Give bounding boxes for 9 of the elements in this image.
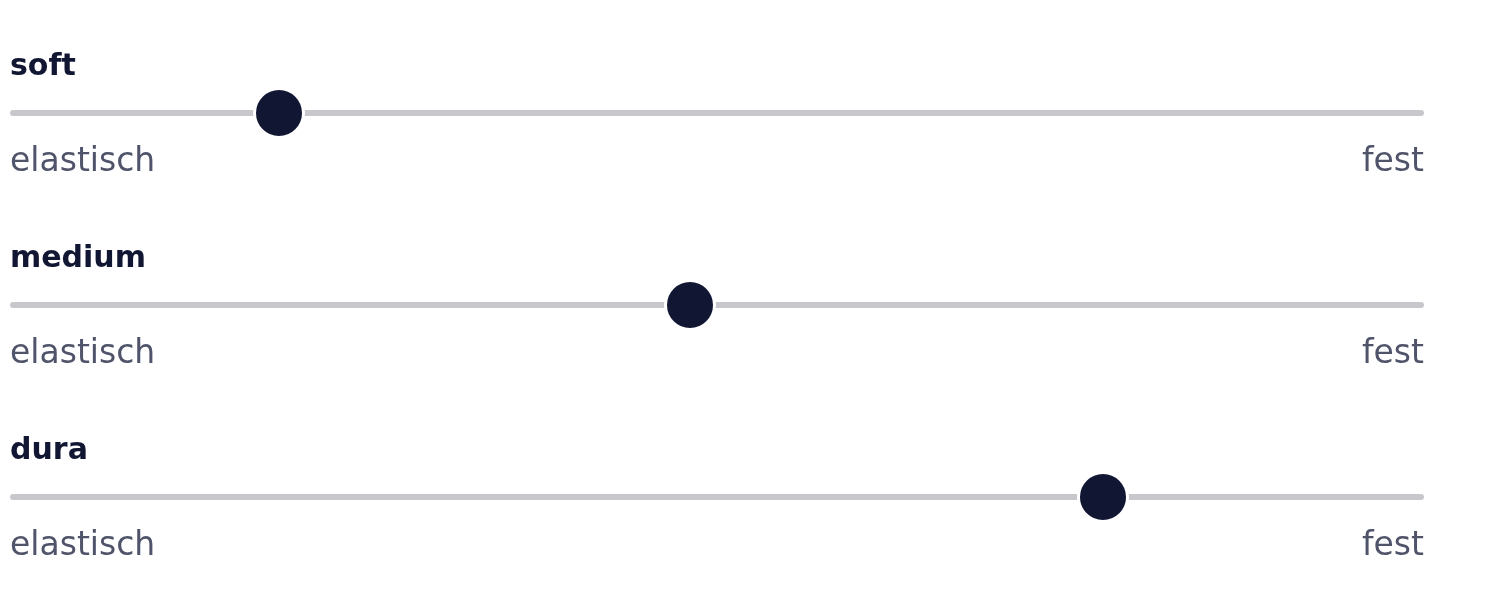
scale-max-label: fest	[1361, 332, 1424, 372]
scale-min-label: elastisch	[10, 524, 156, 564]
slider-title: dura	[10, 431, 88, 467]
slider-title: medium	[10, 239, 146, 275]
slider-title: soft	[10, 47, 76, 83]
scale-max-label: fest	[1361, 140, 1424, 180]
scale-max-label: fest	[1361, 524, 1424, 564]
scale-min-label: elastisch	[10, 332, 156, 372]
scale-min-label: elastisch	[10, 140, 156, 180]
